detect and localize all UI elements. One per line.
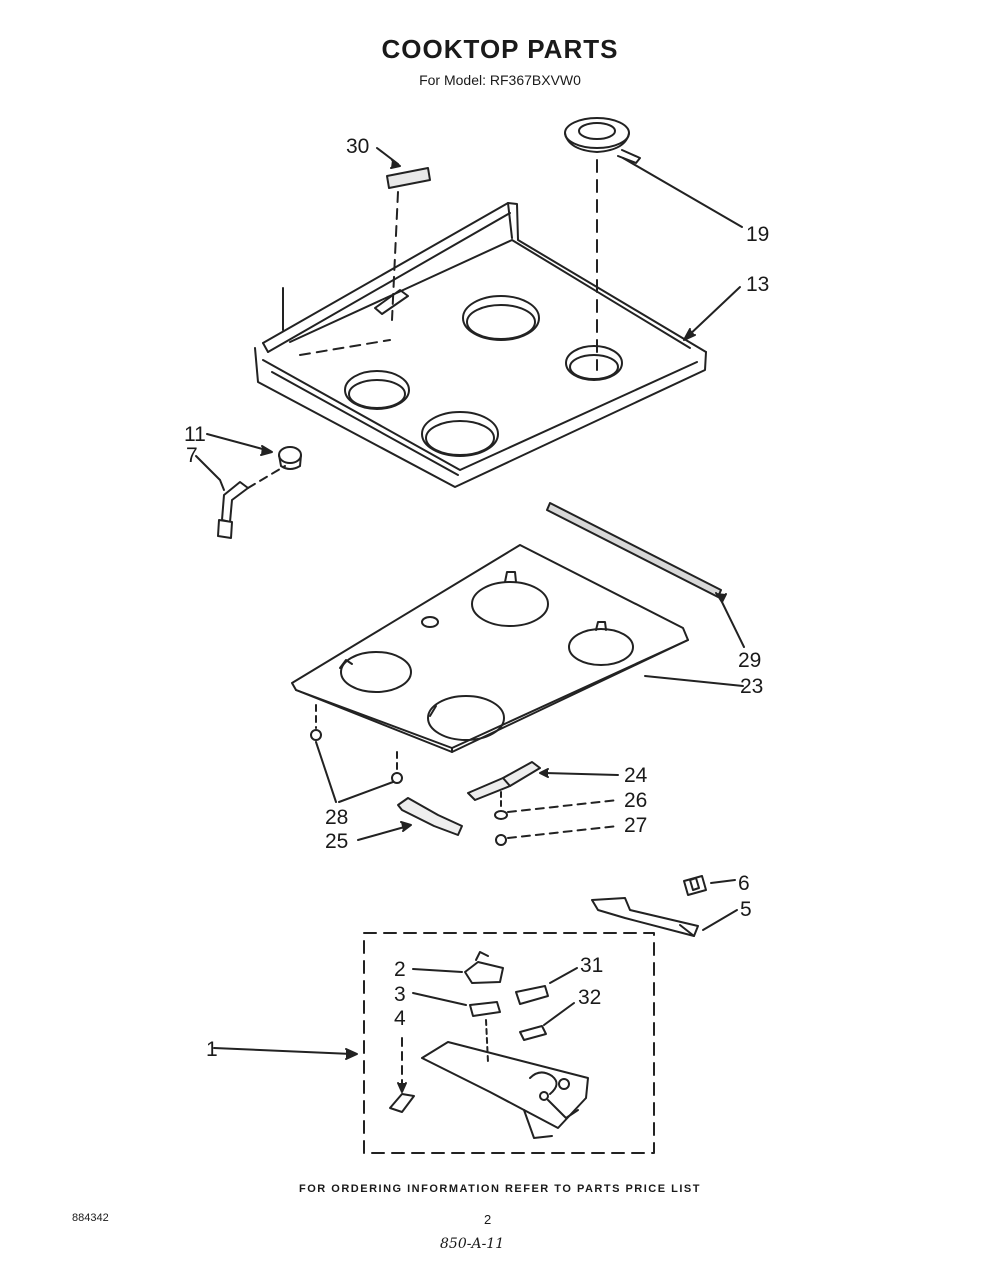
leader-7 xyxy=(195,455,225,491)
leader-5 xyxy=(702,909,738,931)
callout-25: 25 xyxy=(325,830,348,853)
terminal-board-1 xyxy=(421,1019,589,1139)
document-code: 884342 xyxy=(72,1212,109,1224)
surface-element-19 xyxy=(564,117,641,164)
leader-6 xyxy=(710,879,736,884)
leader-2 xyxy=(412,968,463,973)
switch-2 xyxy=(464,951,504,984)
callout-24: 24 xyxy=(624,764,648,787)
leader-25 xyxy=(357,825,409,841)
callout-19: 19 xyxy=(746,223,769,246)
burner-box-23 xyxy=(291,544,689,753)
model-subtitle: For Model: RF367BXVW0 xyxy=(419,72,581,88)
insulator-32 xyxy=(519,1025,547,1041)
leader-11 xyxy=(206,433,271,452)
callout-28: 28 xyxy=(325,806,348,829)
handwritten-note: 850-A-11 xyxy=(440,1236,505,1252)
bracket-24 xyxy=(467,761,541,801)
screw-27 xyxy=(495,834,507,846)
callout-23: 23 xyxy=(740,675,763,698)
callout-26: 26 xyxy=(624,789,647,812)
callout-5: 5 xyxy=(740,898,752,921)
leveling-leg-7 xyxy=(217,481,249,539)
bracket-25 xyxy=(397,797,463,836)
page-title: COOKTOP PARTS xyxy=(381,34,619,64)
leader-28a xyxy=(315,741,337,803)
terminal-31 xyxy=(515,985,549,1005)
leader-26 xyxy=(507,799,619,813)
callout-13: 13 xyxy=(746,273,769,296)
leader-29 xyxy=(719,597,745,648)
leader-24 xyxy=(544,772,619,776)
callout-4: 4 xyxy=(394,1007,406,1030)
callout-27: 27 xyxy=(624,814,647,837)
leader-30-drop xyxy=(391,191,399,321)
page-number: 2 xyxy=(484,1212,492,1227)
leader-27 xyxy=(507,825,619,839)
cap-11 xyxy=(278,446,302,470)
leader-3 xyxy=(412,992,467,1006)
badge-30 xyxy=(386,167,431,189)
leader-19 xyxy=(622,157,743,228)
clip-4 xyxy=(389,1093,415,1113)
callout-29: 29 xyxy=(738,649,761,672)
callout-2: 2 xyxy=(394,958,406,981)
callout-32: 32 xyxy=(578,986,601,1009)
callout-6: 6 xyxy=(738,872,750,895)
callout-7: 7 xyxy=(186,444,198,467)
leader-28b xyxy=(338,781,394,803)
insulator-3 xyxy=(469,1001,501,1017)
screw-28b xyxy=(391,772,403,784)
callout-31: 31 xyxy=(580,954,603,977)
leader-13 xyxy=(685,286,741,339)
main-cooktop-13 xyxy=(254,202,707,488)
leader-1 xyxy=(213,1047,353,1055)
ordering-note: FOR ORDERING INFORMATION REFER TO PARTS … xyxy=(299,1183,701,1195)
spacer-26 xyxy=(494,810,508,820)
leader-32 xyxy=(543,1002,575,1026)
callout-3: 3 xyxy=(394,983,406,1006)
callout-11: 11 xyxy=(184,423,206,446)
callout-1: 1 xyxy=(206,1038,218,1061)
callout-30: 30 xyxy=(346,135,369,158)
leader-31 xyxy=(549,967,578,984)
assembly-box-1 xyxy=(363,932,655,1154)
ground-strap-5 xyxy=(591,897,699,937)
screw-28a xyxy=(310,729,322,741)
leader-23 xyxy=(644,675,744,687)
terminal-block-6 xyxy=(683,875,707,896)
